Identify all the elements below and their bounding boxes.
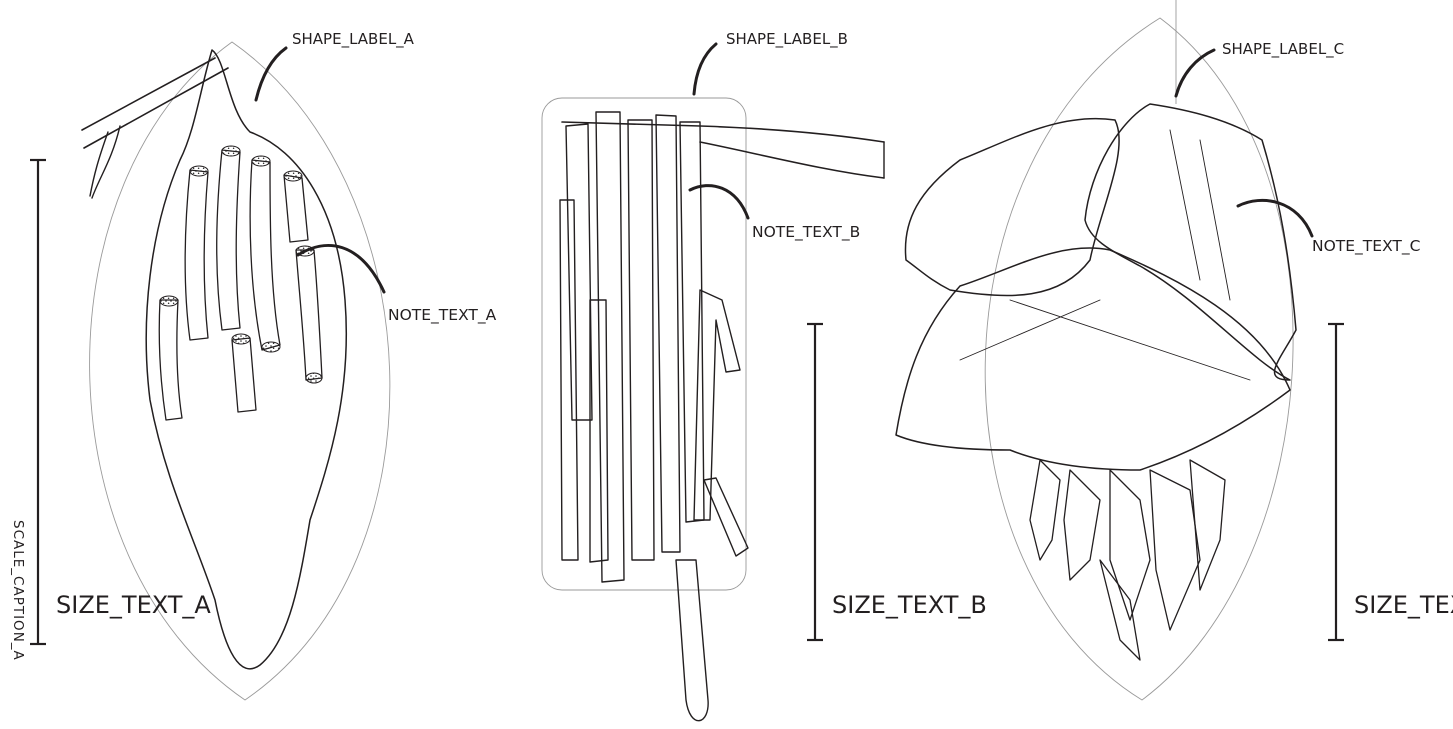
scale-bar-c (1328, 324, 1344, 640)
note-text-b: NOTE_TEXT_B (752, 222, 860, 242)
note-text-a: NOTE_TEXT_A (388, 305, 496, 325)
shape-label-b: SHAPE_LABEL_B (726, 30, 848, 48)
leader-shape-b (694, 44, 716, 94)
spindle-outline-c (985, 18, 1293, 700)
scale-bar-b (807, 324, 823, 640)
twig-a (82, 58, 228, 198)
tube-sticks-b (560, 112, 748, 721)
leader-shape-c (1176, 50, 1214, 96)
size-text-a: SIZE_TEXT_A (56, 591, 211, 619)
shape-label-c: SHAPE_LABEL_C (1222, 40, 1344, 58)
size-text-c: SIZE_TEXT_C (1354, 591, 1453, 619)
leader-note-c (1238, 200, 1312, 236)
case-body-a (146, 50, 346, 669)
panel-b (542, 44, 884, 721)
shape-label-a: SHAPE_LABEL_A (292, 30, 414, 48)
leader-note-b (690, 186, 748, 218)
stick-pieces-a (159, 150, 322, 420)
leaf-fragments-c (1030, 460, 1225, 660)
case-body-c (896, 104, 1296, 660)
scale-caption-a: SCALE_CAPTION_A (10, 520, 26, 661)
twig-b (562, 122, 884, 178)
scale-bar-a (30, 160, 46, 644)
note-text-c: NOTE_TEXT_C (1312, 236, 1420, 256)
size-text-b: SIZE_TEXT_B (832, 591, 987, 619)
leaf-veins-c (960, 130, 1250, 380)
